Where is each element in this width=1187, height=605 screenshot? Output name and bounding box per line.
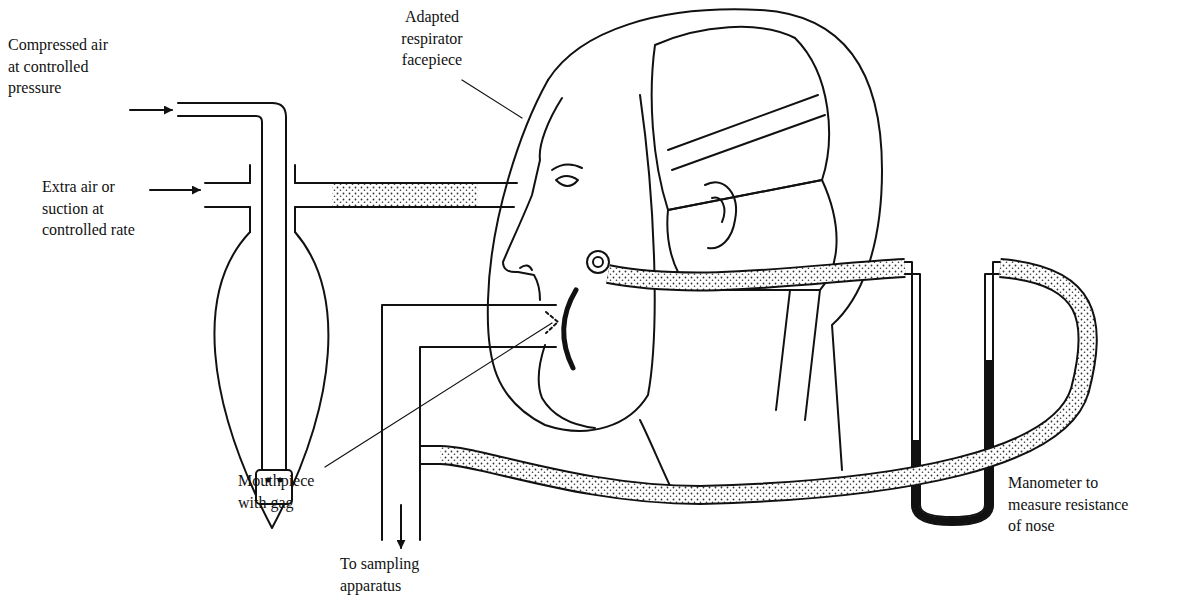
manometer-fluid xyxy=(916,360,989,521)
label-text: Manometer to measure resistance of nose xyxy=(1008,474,1128,534)
compressed-air-pipe xyxy=(178,103,286,470)
flask-neck xyxy=(250,165,295,232)
part-label: Adapted respirator facepiece xyxy=(392,6,472,71)
outflow-arrow xyxy=(400,505,402,548)
cheek-port xyxy=(593,257,603,267)
label-text: Adapted respirator facepiece xyxy=(401,8,462,68)
label-text: Compressed air at controlled pressure xyxy=(8,36,108,96)
rubber-tube-edge xyxy=(440,268,1088,495)
harness-strap xyxy=(668,95,825,170)
manometer-tube xyxy=(905,262,1000,525)
leader-line xyxy=(325,323,552,467)
inlet-label: Extra air or suction at controlled rate xyxy=(42,176,142,241)
cheek-port xyxy=(587,251,609,273)
facepiece-pipe xyxy=(478,183,517,207)
rubber-tube xyxy=(332,184,478,206)
head-outline xyxy=(548,9,882,470)
leader-line xyxy=(462,80,522,118)
label-text: Mouthpiece with gag xyxy=(238,472,314,511)
sampling-pipe xyxy=(382,305,556,540)
flask-bulb xyxy=(214,232,328,528)
ear xyxy=(705,182,736,248)
rubber-tube-edge xyxy=(332,182,478,208)
rubber-tube-edge xyxy=(608,268,905,281)
neck-front xyxy=(640,420,672,490)
part-label: Manometer to measure resistance of nose xyxy=(1008,472,1140,537)
mouthpiece-gag xyxy=(564,290,576,368)
face-profile xyxy=(503,98,595,428)
nostril xyxy=(520,265,532,270)
outlet-label: To sampling apparatus xyxy=(340,553,442,596)
inflow-arrow xyxy=(150,189,200,191)
label-text: Extra air or suction at controlled rate xyxy=(42,178,135,238)
rubber-tube xyxy=(608,268,905,281)
harness-cap xyxy=(652,27,829,210)
facepiece-outline xyxy=(488,80,655,431)
inlet-label: Compressed air at controlled pressure xyxy=(8,34,118,99)
side-port xyxy=(205,183,332,207)
harness-strap xyxy=(776,290,820,420)
part-label: Mouthpiece with gag xyxy=(238,470,334,513)
label-text: To sampling apparatus xyxy=(340,555,419,594)
inflow-arrow xyxy=(130,109,172,111)
eye xyxy=(552,164,582,186)
rubber-tube xyxy=(440,268,1088,495)
